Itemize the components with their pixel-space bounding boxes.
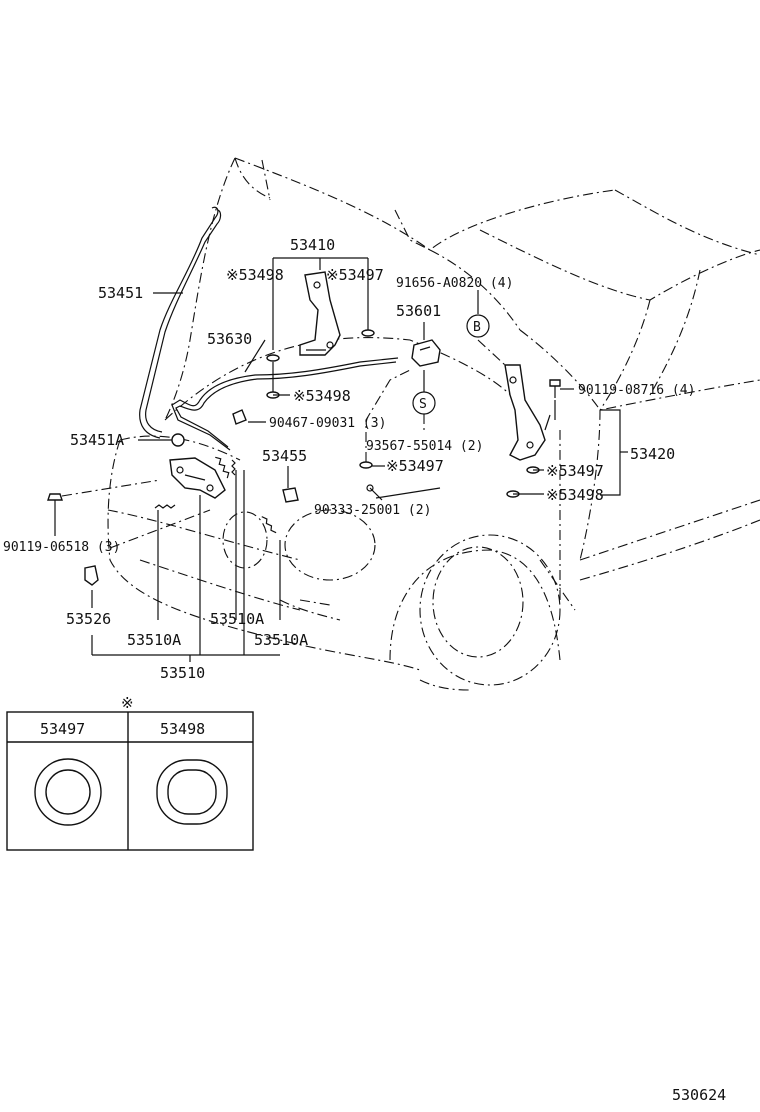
round-washer-icon [34, 758, 102, 826]
label-53510a-right: 53510A [254, 631, 308, 649]
part-labels: 53410 ※53498 ※53497 53451 91656-A0820 (4… [3, 236, 695, 682]
label-53455: 53455 [262, 447, 307, 465]
label-53498-mid: ※53498 [293, 387, 351, 405]
washer-legend-table: ※ 53497 53498 [6, 694, 254, 851]
label-90333: 90333-25001 (2) [314, 503, 431, 518]
lock-springs [154, 456, 277, 534]
label-53410: 53410 [290, 236, 335, 254]
lock-bracket [84, 565, 99, 586]
label-53451a: 53451A [70, 431, 124, 449]
hood-lock [169, 457, 226, 499]
reference-markers [412, 314, 490, 415]
label-53526: 53526 [66, 610, 111, 628]
label-53497-mid: ※53497 [386, 457, 444, 475]
hood-support-rod [139, 206, 222, 439]
label-53451: 53451 [98, 284, 143, 302]
legend-col-53498: 53498 [160, 720, 205, 738]
car-body-outline [107, 157, 760, 691]
label-53510: 53510 [160, 664, 205, 682]
label-53510a-upper: 53510A [210, 610, 264, 628]
label-90119-08716: 90119-08716 (4) [578, 383, 695, 398]
legend-frame [6, 711, 254, 851]
label-53601: 53601 [396, 302, 441, 320]
label-53497-top: ※53497 [326, 266, 384, 284]
label-53510a-left: 53510A [127, 631, 181, 649]
marker-s-circle [412, 391, 436, 415]
label-91656: 91656-A0820 (4) [396, 276, 513, 291]
label-53630: 53630 [207, 330, 252, 348]
label-53420: 53420 [630, 445, 675, 463]
legend-col-53497: 53497 [40, 720, 85, 738]
label-53498-top: ※53498 [226, 266, 284, 284]
oval-washer-icon [156, 759, 228, 825]
bolts [47, 379, 561, 510]
marker-b: B [473, 320, 481, 335]
right-hood-hinge [504, 364, 551, 461]
label-90119-06518: 90119-06518 (3) [3, 540, 120, 555]
legend-mark: ※ [121, 694, 134, 712]
hood-cushion [411, 339, 441, 367]
leader-lines [54, 257, 628, 662]
release-cable [171, 357, 399, 451]
label-53497-right: ※53497 [546, 462, 604, 480]
marker-b-circle [466, 314, 490, 338]
label-53498-right: ※53498 [546, 486, 604, 504]
label-90467: 90467-09031 (3) [269, 416, 386, 431]
left-hood-hinge [299, 271, 341, 356]
marker-s: S [419, 397, 427, 412]
label-93567: 93567-55014 (2) [366, 439, 483, 454]
diagram-code: 530624 [672, 1086, 726, 1104]
